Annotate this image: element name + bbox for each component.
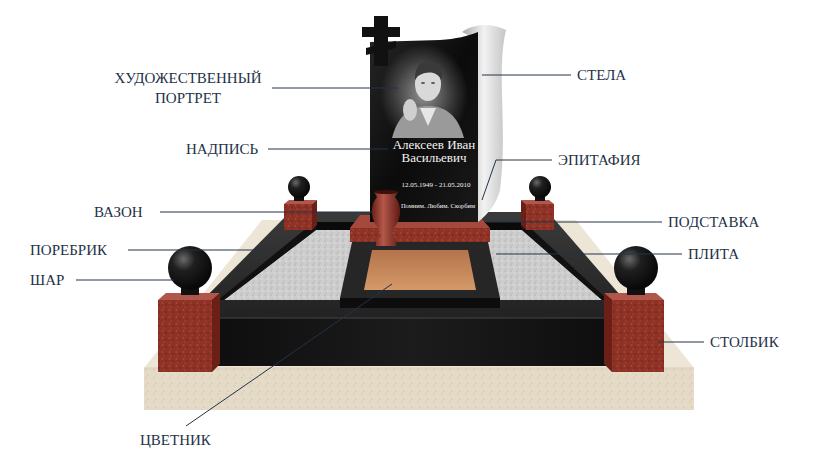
part-label: ПОДСТАВКА [668,212,759,232]
part-label: НАДПИСЬ [186,139,258,159]
part-label: ЦВЕТНИК [140,430,211,450]
pillar-front [612,300,664,372]
part-label: ПЛИТА [688,244,739,264]
back-right-pillar [521,176,554,230]
pillar-side [212,293,220,372]
dates-inscription: 12.05.1949 - 21.05.2010 [394,181,478,190]
leader-line [482,160,552,200]
ball [168,246,212,290]
portrait-eye [431,82,435,84]
epitaph-text: Помним. Любим. Скорбим [398,202,478,210]
slab-front [340,298,500,308]
flower-bed [364,250,476,290]
base-front [144,368,694,410]
pillar-side [312,200,317,230]
pillar-side [521,200,526,230]
pillar-front [284,204,312,230]
stela-outline [352,14,508,254]
part-label: ЭПИТАФИЯ [558,150,641,170]
pillar-front [158,300,212,372]
portrait-hand [403,99,417,121]
slab-top [340,242,500,298]
border-inner-left [218,222,316,300]
pillar-side [604,293,612,372]
part-label: ПОРЕБРИК [30,240,107,260]
ball [614,246,658,290]
front-right-pillar [604,246,664,372]
ball [288,176,310,198]
portrait [380,44,468,144]
leader-line [76,280,174,281]
portrait-lapel [420,108,436,126]
portrait-eye [421,82,425,84]
leader-line [496,254,682,255]
portrait-hair [415,62,442,80]
part-label: СТОЛБИК [710,332,779,352]
border-edge [185,318,640,319]
leader-line [268,149,388,150]
portrait-shoulders [392,106,464,138]
pillar-front [526,204,554,230]
part-label: ШАР [30,270,64,290]
stand-front [350,228,490,242]
portrait-glow [380,44,468,144]
leader-line [272,88,398,89]
leader-line [658,342,704,343]
leader-line [482,75,571,76]
leader-line [128,250,270,251]
front-left-pillar [158,246,220,372]
part-label: ХУДОЖЕСТВЕННЫЙ ПОРТРЕТ [108,68,268,108]
cross-vertical [374,16,388,66]
name-inscription: Алексеев Иван Васильевич [392,138,476,164]
part-label: ВАЗОН [94,202,143,222]
part-label: СТЕЛА [577,65,626,85]
leader-line [486,222,662,223]
cross-horizontal [362,27,400,37]
back-left-pillar [284,176,317,230]
ball [529,176,551,198]
leader-line [160,212,372,213]
leader-line [186,284,392,426]
vase-rim [374,190,398,194]
vase [372,192,400,246]
border-top [185,212,640,318]
stela: Алексеев Иван Васильевич 12.05.1949 - 21.… [352,14,508,254]
cross-slant [366,41,396,55]
border-front [185,318,640,366]
border-inner-right [522,222,608,300]
